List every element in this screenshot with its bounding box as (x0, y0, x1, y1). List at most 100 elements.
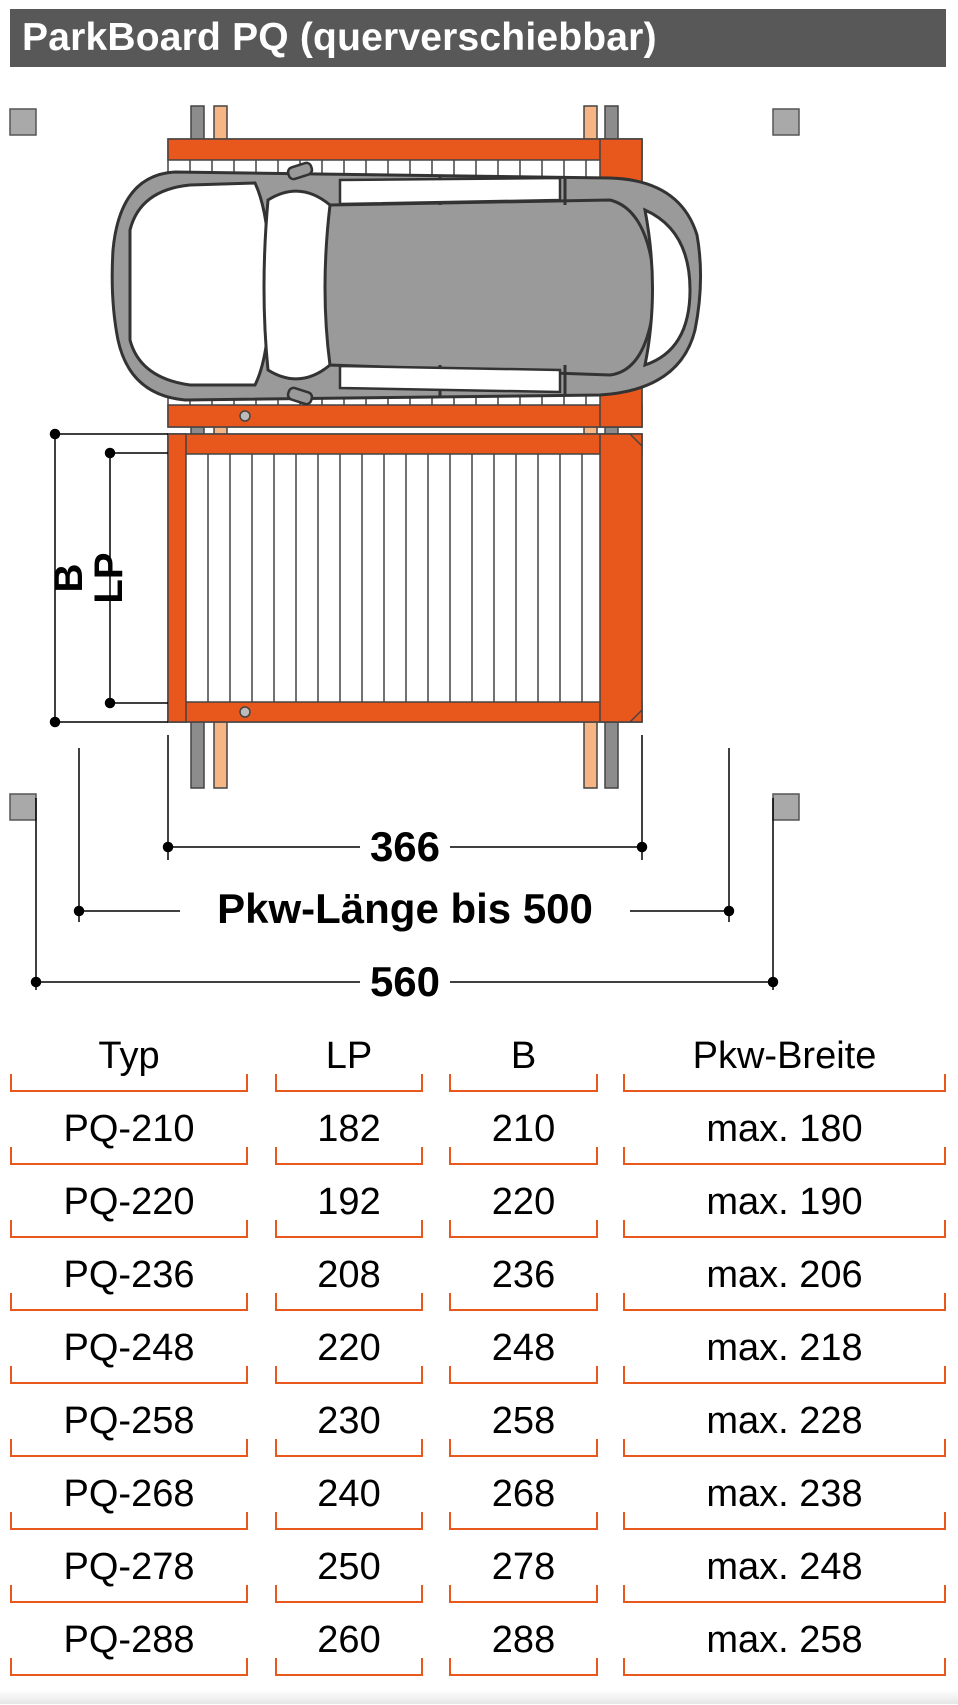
table-cell-col-typ: PQ-210 (10, 1098, 248, 1171)
table-cell-col-typ: PQ-288 (10, 1609, 248, 1682)
cell-text: PQ-258 (63, 1400, 195, 1442)
parkboard-diagram: B LP 366 Pkw-Länge bis 500 560 (9, 105, 800, 1005)
table-cell-col-b: 236 (449, 1244, 598, 1317)
underline-bracket (449, 1366, 598, 1384)
table-header-col-typ: Typ (10, 1025, 248, 1098)
underline-bracket (10, 1220, 248, 1238)
cell-text: 278 (491, 1546, 556, 1588)
table-cell-col-pkw-breite: max. 190 (623, 1171, 946, 1244)
cell-text: max. 190 (706, 1181, 863, 1223)
cell-text: 258 (491, 1400, 556, 1442)
dim-label-560: 560 (370, 958, 440, 1005)
cell-text: 208 (317, 1254, 381, 1296)
underline-bracket (449, 1293, 598, 1311)
table-cell-col-lp: 192 (275, 1171, 423, 1244)
table-cell-col-lp: 260 (275, 1609, 423, 1682)
table-cell-col-pkw-breite: max. 180 (623, 1098, 946, 1171)
underline-bracket (10, 1147, 248, 1165)
dim-label-366: 366 (370, 823, 440, 870)
table-cell-col-b: 248 (449, 1317, 598, 1390)
dimension-366 (162, 735, 648, 860)
cell-text: max. 238 (706, 1473, 863, 1515)
cell-text: 220 (317, 1327, 381, 1369)
underline-bracket (275, 1366, 423, 1384)
cell-text: max. 228 (706, 1400, 863, 1442)
header-text: B (510, 1035, 537, 1077)
cell-text: max. 258 (706, 1619, 863, 1661)
underline-bracket (275, 1074, 423, 1092)
cell-text: 268 (491, 1473, 556, 1515)
underline-bracket (275, 1512, 423, 1530)
dim-label-b: B (47, 564, 91, 593)
table-cell-col-typ: PQ-220 (10, 1171, 248, 1244)
title-bar: ParkBoard PQ (querverschiebbar) (10, 9, 946, 67)
table-cell-col-lp: 240 (275, 1463, 423, 1536)
table-cell-col-pkw-breite: max. 258 (623, 1609, 946, 1682)
corner-marker-bottom-left (9, 793, 37, 821)
underline-bracket (623, 1293, 946, 1311)
table-cell-col-lp: 208 (275, 1244, 423, 1317)
underline-bracket (449, 1439, 598, 1457)
underline-bracket (449, 1220, 598, 1238)
header-text: LP (325, 1035, 373, 1077)
car-top-view (110, 161, 703, 406)
dimension-lp (104, 447, 168, 709)
table-cell-col-b: 220 (449, 1171, 598, 1244)
underline-bracket (449, 1074, 598, 1092)
cell-text: 192 (317, 1181, 381, 1223)
underline-bracket (623, 1512, 946, 1530)
table-cell-col-pkw-breite: max. 248 (623, 1536, 946, 1609)
underline-bracket (275, 1658, 423, 1676)
cell-text: PQ-236 (63, 1254, 195, 1296)
table-header-col-pkw-breite: Pkw-Breite (623, 1025, 946, 1098)
underline-bracket (623, 1147, 946, 1165)
bottom-fade (0, 1690, 958, 1704)
corner-marker-top-right (772, 108, 800, 136)
header-text: Typ (98, 1035, 160, 1077)
page-title: ParkBoard PQ (querverschiebbar) (22, 16, 657, 59)
table-cell-col-typ: PQ-278 (10, 1536, 248, 1609)
cell-text: max. 248 (706, 1546, 863, 1588)
table-cell-col-lp: 182 (275, 1098, 423, 1171)
underline-bracket (10, 1439, 248, 1457)
table-cell-col-b: 210 (449, 1098, 598, 1171)
underline-bracket (10, 1512, 248, 1530)
cell-text: PQ-288 (63, 1619, 195, 1661)
dimension-b (49, 428, 168, 728)
underline-bracket (10, 1293, 248, 1311)
dimension-560 (30, 798, 779, 990)
table-cell-col-typ: PQ-268 (10, 1463, 248, 1536)
cell-text: PQ-278 (63, 1546, 195, 1588)
lower-platform (167, 433, 643, 723)
underline-bracket (275, 1293, 423, 1311)
cell-text: PQ-210 (63, 1108, 195, 1150)
corner-marker-bottom-right (772, 793, 800, 821)
cell-text: 230 (317, 1400, 381, 1442)
underline-bracket (449, 1512, 598, 1530)
table-cell-col-pkw-breite: max. 206 (623, 1244, 946, 1317)
table-cell-col-typ: PQ-258 (10, 1390, 248, 1463)
cell-text: 182 (317, 1108, 381, 1150)
table-header-col-b: B (449, 1025, 598, 1098)
underline-bracket (623, 1366, 946, 1384)
underline-bracket (623, 1585, 946, 1603)
underline-bracket (623, 1220, 946, 1238)
underline-bracket (10, 1366, 248, 1384)
cell-text: PQ-268 (63, 1473, 195, 1515)
underline-bracket (275, 1439, 423, 1457)
dimension-car-length (73, 748, 735, 922)
table-cell-col-pkw-breite: max. 218 (623, 1317, 946, 1390)
cell-text: 288 (491, 1619, 556, 1661)
cell-text: PQ-220 (63, 1181, 195, 1223)
underline-bracket (623, 1074, 946, 1092)
table-cell-col-pkw-breite: max. 238 (623, 1463, 946, 1536)
table-cell-col-b: 258 (449, 1390, 598, 1463)
underline-bracket (275, 1585, 423, 1603)
cell-text: 210 (491, 1108, 556, 1150)
table-cell-col-b: 278 (449, 1536, 598, 1609)
table-cell-col-typ: PQ-236 (10, 1244, 248, 1317)
underline-bracket (10, 1658, 248, 1676)
cell-text: 260 (317, 1619, 381, 1661)
cell-text: 250 (317, 1546, 381, 1588)
